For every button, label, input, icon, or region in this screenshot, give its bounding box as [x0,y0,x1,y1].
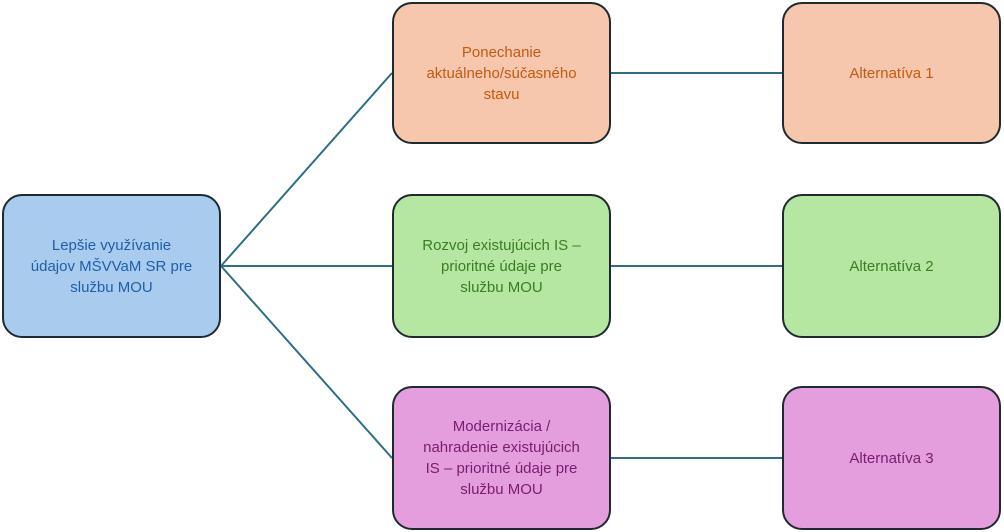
connector-root-to-option-3 [220,265,393,459]
alternative-1-box: Alternatíva 1 [782,2,1001,144]
option-1-line-1: Ponechanie [461,43,542,61]
option-2-line-3: službu MOU [460,278,543,296]
root-goal-line-2: údajov MŠVVaM SR pre [30,257,193,275]
root-goal-line-1: Lepšie využívanie [51,236,172,254]
option-1-box: Ponechanie aktuálneho/súčasného stavu [392,2,611,144]
option-2-text: Rozvoj existujúcich IS – prioritné údaje… [422,235,580,298]
option-3-line-2: nahradenie existujúcich [423,439,580,456]
option-3-text: Modernizácia / nahradenie existujúcich I… [423,416,580,500]
option-2-box: Rozvoj existujúcich IS – prioritné údaje… [392,194,611,338]
option-1-line-2: aktuálneho/súčasného [426,64,577,82]
option-2-line-2: prioritné údaje pre [441,257,562,275]
root-goal-box: Lepšie využívanie údajov MŠVVaM SR pre s… [2,194,221,338]
option-1-line-3: stavu [483,85,520,103]
option-3-box: Modernizácia / nahradenie existujúcich I… [392,386,611,530]
alternative-1-label: Alternatíva 1 [849,64,934,82]
root-goal-text: Lepšie využívanie údajov MŠVVaM SR pre s… [31,235,192,298]
alternative-3-label: Alternatíva 3 [849,449,934,467]
alternative-2-box: Alternatíva 2 [782,194,1001,338]
option-3-line-4: službu MOU [460,481,543,498]
option-3-line-1: Modernizácia / [452,418,551,435]
connector-root-to-option-1 [220,72,393,267]
option-3-line-3: IS – prioritné údaje pre [425,460,578,477]
option-1-text: Ponechanie aktuálneho/súčasného stavu [426,42,576,105]
alternative-2-label: Alternatíva 2 [849,257,934,275]
option-2-line-1: Rozvoj existujúcich IS – [422,236,581,254]
root-goal-line-3: službu MOU [70,278,153,296]
alternative-3-box: Alternatíva 3 [782,386,1001,530]
